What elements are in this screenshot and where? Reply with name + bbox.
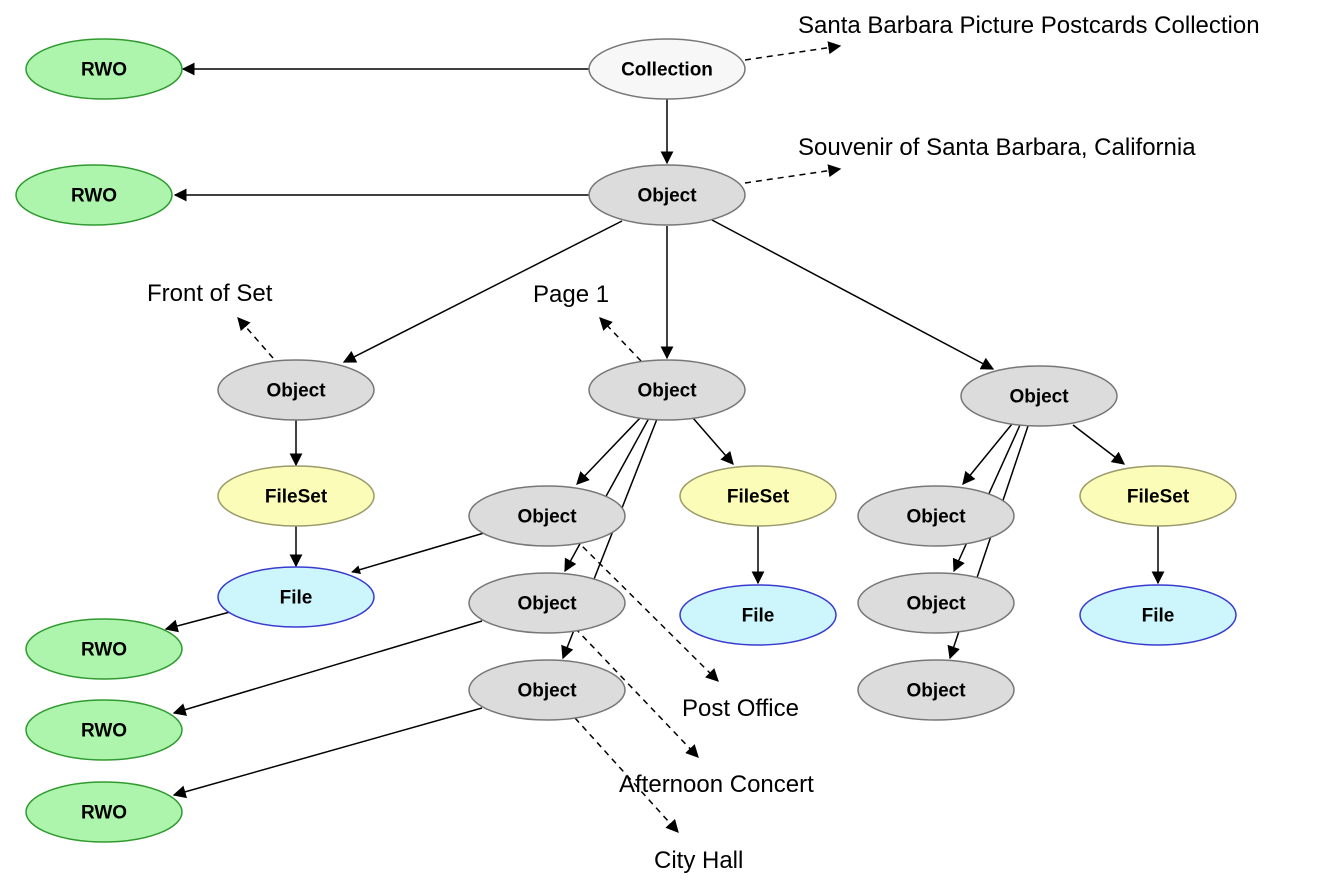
rwo-node-4[interactable] — [25, 699, 183, 761]
object-node-front[interactable] — [217, 359, 375, 421]
rwo-label-5: RWO — [81, 803, 127, 824]
object-label-m2: Object — [517, 594, 577, 615]
fileset-label-left: FileSet — [265, 487, 328, 508]
fileset-node-left[interactable] — [217, 465, 375, 527]
collection-node[interactable] — [588, 38, 746, 100]
object-node-top[interactable] — [588, 164, 746, 226]
object-label-m1: Object — [517, 507, 577, 528]
dash-front-label — [237, 317, 274, 359]
title-labels: Santa Barbara Picture Postcards Collecti… — [147, 12, 1260, 874]
nodes — [15, 38, 1237, 843]
edge-page1-m1 — [576, 416, 642, 485]
edge-file-rwo — [164, 611, 231, 633]
object-node-page1[interactable] — [588, 359, 746, 421]
file-node-mid[interactable] — [679, 584, 837, 646]
object-node-m1[interactable] — [468, 485, 626, 547]
dash-m2-label — [574, 627, 699, 758]
fileset-label-right: FileSet — [1127, 487, 1190, 508]
edge-m1-rwo — [351, 532, 485, 575]
dash-page1-label — [599, 317, 642, 362]
file-label-right: File — [1142, 606, 1175, 627]
city-hall-label: City Hall — [654, 847, 743, 874]
rwo-label-4: RWO — [81, 721, 127, 742]
rwo-label-3: RWO — [81, 640, 127, 661]
rwo-node-1[interactable] — [25, 38, 183, 100]
file-node-left[interactable] — [217, 566, 375, 628]
edge-page1-fileset — [692, 417, 734, 465]
file-label-mid: File — [742, 606, 775, 627]
file-label-left: File — [280, 588, 313, 609]
object-node-m2[interactable] — [468, 572, 626, 634]
object-label-top: Object — [637, 186, 697, 207]
dash-collection-title — [744, 41, 842, 61]
rwo-node-3[interactable] — [25, 618, 183, 680]
front-of-set-label: Front of Set — [147, 280, 273, 307]
edge-object-front — [342, 220, 623, 363]
object-node-r3[interactable] — [857, 659, 1015, 721]
object-node-r1[interactable] — [857, 485, 1015, 547]
object-title-label: Souvenir of Santa Barbara, California — [798, 134, 1196, 161]
edge-m3-rwo — [172, 707, 483, 799]
object-label-page1: Object — [637, 381, 697, 402]
rwo-node-5[interactable] — [25, 781, 183, 843]
rwo-label-2: RWO — [71, 186, 117, 207]
label-edges — [237, 41, 842, 833]
dash-object-title — [744, 164, 842, 184]
file-node-right[interactable] — [1079, 584, 1237, 646]
edge-right-fileset — [1072, 424, 1126, 465]
object-label-r2: Object — [906, 594, 966, 615]
fileset-label-mid: FileSet — [727, 487, 790, 508]
object-label-m3: Object — [517, 681, 577, 702]
rwo-label-1: RWO — [81, 60, 127, 81]
page-1-label: Page 1 — [533, 281, 609, 308]
object-label-right: Object — [1009, 387, 1069, 408]
object-node-m3[interactable] — [468, 659, 626, 721]
object-label-front: Object — [266, 381, 326, 402]
fileset-node-mid[interactable] — [679, 465, 837, 527]
collection-title-label: Santa Barbara Picture Postcards Collecti… — [798, 12, 1260, 39]
object-label-r3: Object — [906, 681, 966, 702]
object-node-right[interactable] — [960, 365, 1118, 427]
afternoon-concert-label: Afternoon Concert — [619, 771, 814, 798]
fileset-node-right[interactable] — [1079, 465, 1237, 527]
collection-label: Collection — [621, 60, 713, 81]
edge-right-r1 — [962, 423, 1013, 486]
post-office-label: Post Office — [682, 695, 799, 722]
dash-m3-label — [574, 717, 679, 833]
edge-m2-rwo — [172, 620, 483, 716]
node-labels: RWO Collection RWO Object Object Object … — [71, 60, 1190, 824]
edge-page1-m2 — [564, 417, 650, 573]
object-node-r2[interactable] — [857, 572, 1015, 634]
edges — [164, 62, 1165, 799]
rwo-node-2[interactable] — [15, 164, 173, 226]
dash-m1-label — [574, 538, 719, 682]
edge-object-right — [711, 219, 995, 370]
object-label-r1: Object — [906, 507, 966, 528]
